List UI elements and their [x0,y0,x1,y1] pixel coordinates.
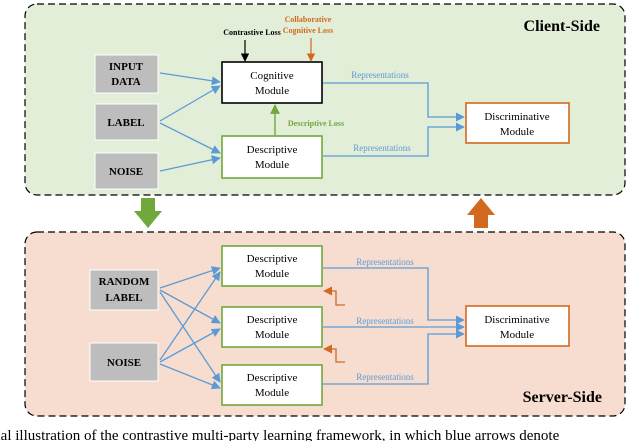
orange-link-1-2-up [323,286,345,306]
arrow-desc3-to-discriminative [323,329,465,385]
server-representations-1: Representations [356,257,414,267]
server-representations-3: Representations [356,372,414,382]
server-descriptive-module-3 [221,364,323,406]
green-down-arrow-icon [134,198,162,228]
random-label-line2: LABEL [105,292,142,304]
client-noise-box [94,152,159,190]
client-representations-bottom: Representations [353,143,411,153]
client-discriminative-module-line2: Module [500,126,534,138]
cognitive-module-line2: Module [255,85,289,97]
arrow-noise-to-desc1 [159,271,221,361]
arrow-randlabel-to-desc1 [159,266,221,289]
arrow-label-to-cognitive [159,85,221,122]
arrow-noise-to-desc3 [159,363,221,390]
client-representations-top: Representations [351,70,409,80]
server-descriptive-2-line1: Descriptive [247,314,298,326]
cognitive-module-line1: Cognitive [250,70,294,82]
server-descriptive-3-line1: Descriptive [247,372,298,384]
client-noise-text: NOISE [109,166,143,178]
input-data-label-line2: DATA [111,76,141,88]
random-label-box [89,269,159,311]
server-discriminative-module-box [465,305,570,347]
server-descriptive-module-1 [221,245,323,287]
collaborative-loss-line1: Collaborative [285,15,332,24]
client-descriptive-module-box [221,135,323,179]
orange-up-arrow-icon [467,198,495,228]
client-side-title: Client-Side [524,18,600,35]
label-box-text: LABEL [107,117,144,129]
client-descriptive-module-line1: Descriptive [247,144,298,156]
client-discriminative-module-box [465,102,570,144]
server-discriminative-line1: Discriminative [484,314,549,326]
server-representations-2: Representations [356,316,414,326]
descriptive-loss-label: Descriptive Loss [288,119,344,128]
server-descriptive-3-line2: Module [255,387,289,399]
arrow-noise-to-descriptive [159,155,221,172]
input-data-label-line1: INPUT [109,61,144,73]
orange-link-2-3 [323,344,345,363]
server-side-title: Server-Side [523,389,602,406]
arrow-descriptive-to-discriminative [323,122,465,157]
client-discriminative-module-line1: Discriminative [484,111,549,123]
server-descriptive-1-line2: Module [255,268,289,280]
server-descriptive-2-line2: Module [255,329,289,341]
arrow-label-to-descriptive [159,122,221,154]
cognitive-module-box [221,61,323,104]
server-descriptive-module-2 [221,306,323,348]
input-data-box [94,54,159,94]
arrow-cognitive-to-discriminative [323,82,465,122]
server-discriminative-line2: Module [500,329,534,341]
client-descriptive-module-line2: Module [255,159,289,171]
arrow-randlabel-to-desc3 [159,291,221,383]
figure-caption: cal illustration of the contrastive mult… [0,428,560,441]
server-noise-text: NOISE [107,357,141,369]
random-label-line1: RANDOM [99,276,150,288]
client-side-panel [24,3,626,196]
arrow-noise-to-desc2 [159,328,221,363]
arrow-desc1-to-discriminative [323,267,465,325]
server-noise-box [89,342,159,382]
collaborative-loss-line2: Cognitive Loss [283,26,333,35]
contrastive-loss-label: Contrastive Loss [223,28,281,37]
arrow-randlabel-to-desc2 [159,289,221,324]
server-descriptive-1-line1: Descriptive [247,253,298,265]
label-box [94,103,159,141]
arrow-input-to-cognitive [159,72,221,86]
